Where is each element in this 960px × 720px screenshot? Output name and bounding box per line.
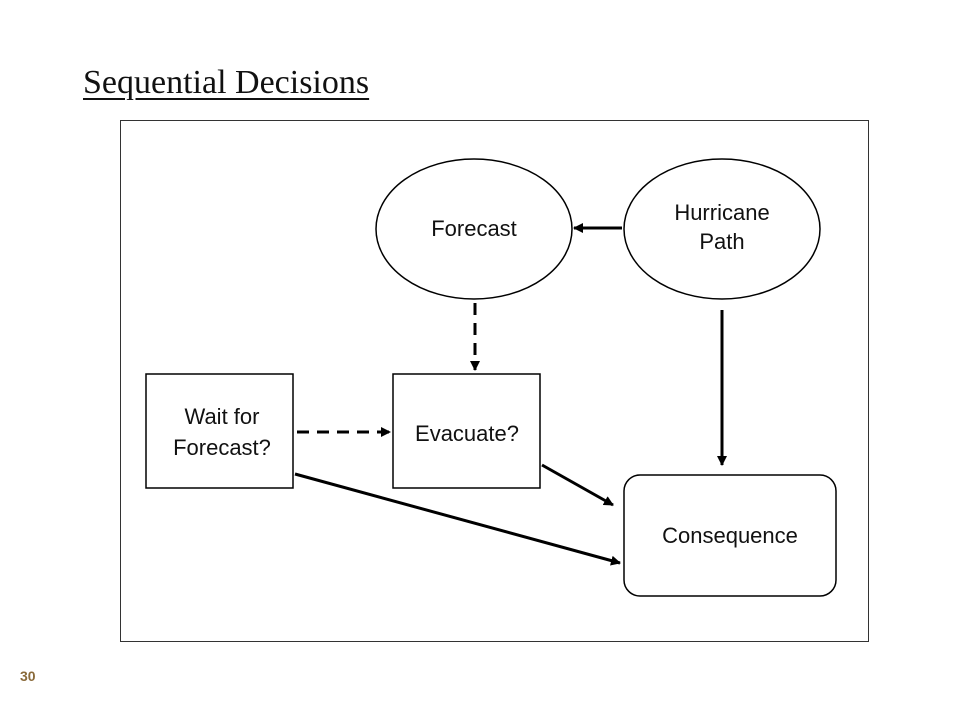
diagram-frame	[120, 120, 869, 642]
wait-for-forecast-node	[145, 373, 294, 489]
page-number: 30	[20, 668, 36, 684]
forecast-node	[375, 158, 573, 300]
consequence-node	[623, 474, 837, 597]
evacuate-node	[392, 373, 541, 489]
evacuate-label: Evacuate?	[415, 421, 519, 446]
arc-evacuate-to-consequence	[541, 463, 614, 507]
arc-wait-to-consequence	[294, 472, 621, 566]
hurricane-path-node	[623, 158, 821, 300]
hurricane-path-label-line2: Path	[699, 229, 744, 254]
slide-title: Sequential Decisions	[83, 64, 370, 101]
wait-for-forecast-label-line1: Wait for	[185, 404, 260, 429]
hurricane-path-label-line1: Hurricane	[674, 200, 769, 225]
consequence-label: Consequence	[662, 523, 798, 548]
forecast-label: Forecast	[431, 216, 517, 241]
wait-for-forecast-label-line2: Forecast?	[173, 435, 271, 460]
